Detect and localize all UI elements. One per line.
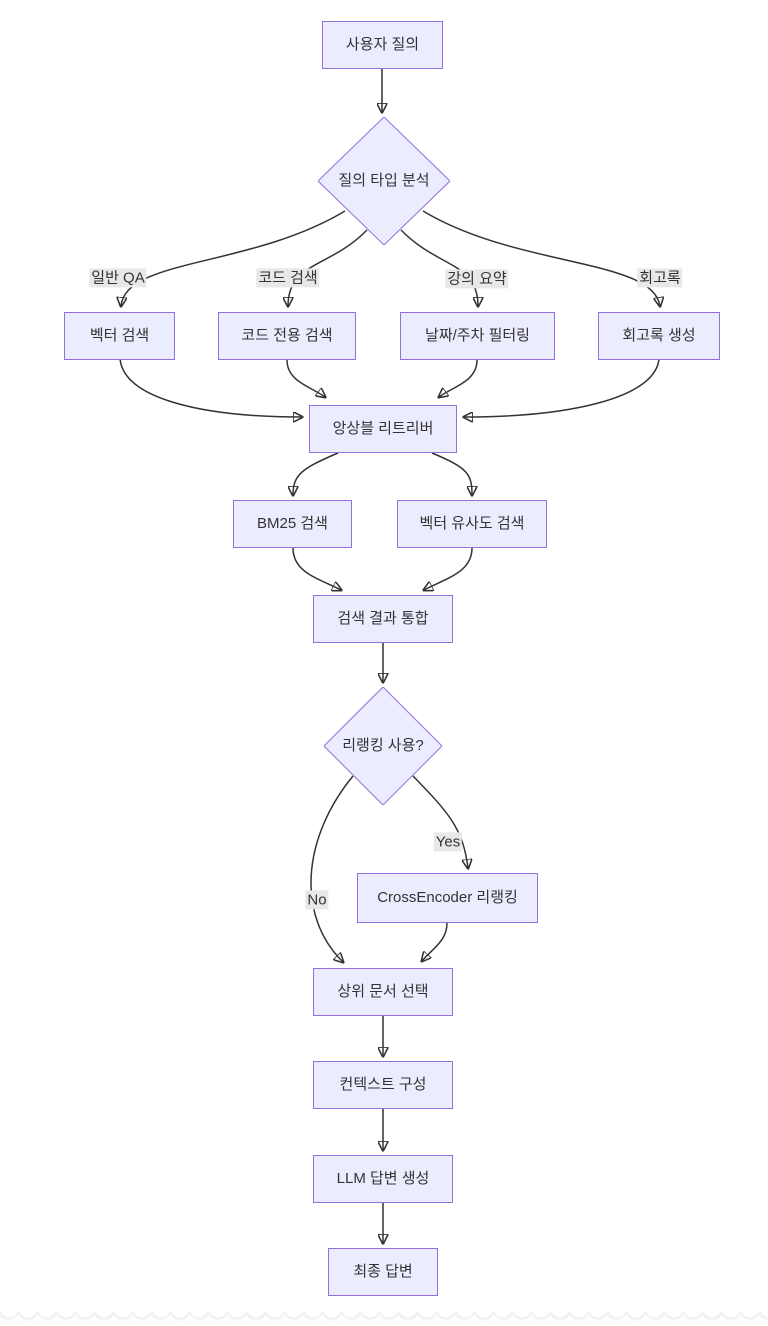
node-vector-search-label: 벡터 검색 (89, 327, 150, 344)
diamond-shape (318, 117, 450, 245)
edge-label-no: No (305, 890, 329, 910)
page-bottom-edge-artifact (0, 1312, 768, 1326)
edge-label-yes: Yes (433, 832, 463, 852)
edge-label-retrospective: 회고록 (637, 268, 683, 288)
node-ensemble-retriever: 앙상블 리트리버 (309, 405, 457, 453)
edge-label-code-search: 코드 검색 (256, 268, 320, 288)
node-ensemble-retriever-label: 앙상블 리트리버 (332, 420, 434, 437)
edge-date-week-filtering-to-ensemble (439, 359, 478, 397)
node-code-only-search-label: 코드 전용 검색 (241, 327, 333, 344)
node-final-answer-label: 최종 답변 (353, 1263, 413, 1280)
diamond-shape (324, 687, 442, 805)
node-crossencoder-rerank: CrossEncoder 리랭킹 (357, 873, 538, 923)
edge-analysis-to-vector-search (121, 210, 346, 306)
edge-retrospective-generation-to-ensemble (464, 358, 660, 417)
edge-crossencoder-to-top-doc (422, 922, 448, 961)
edge-code-only-search-to-ensemble (286, 359, 325, 397)
node-retrospective-generation: 회고록 생성 (598, 312, 720, 360)
edge-vector-similarity-to-merge (424, 547, 473, 590)
node-llm-answer-generation-label: LLM 답변 생성 (336, 1170, 430, 1187)
node-code-only-search: 코드 전용 검색 (218, 312, 356, 360)
edge-ensemble-to-bm25 (293, 452, 339, 495)
edge-rerank-no-to-top-doc (310, 775, 354, 962)
node-vector-search: 벡터 검색 (64, 312, 175, 360)
node-date-week-filtering-label: 날짜/주차 필터링 (425, 327, 530, 344)
node-date-week-filtering: 날짜/주차 필터링 (400, 312, 555, 360)
edge-analysis-to-retrospective-generation (422, 210, 660, 306)
node-use-reranking: 리랭킹 사용? (324, 687, 442, 805)
node-user-query: 사용자 질의 (322, 21, 443, 69)
edge-bm25-to-merge (292, 547, 341, 590)
edge-vector-search-to-ensemble (119, 358, 302, 417)
node-bm25-search: BM25 검색 (233, 500, 352, 548)
node-retrospective-generation-label: 회고록 생성 (622, 327, 696, 344)
edge-label-lecture-summary: 강의 요약 (445, 269, 509, 289)
edge-analysis-to-code-only-search (288, 229, 368, 306)
node-vector-similarity-search: 벡터 유사도 검색 (397, 500, 547, 548)
edge-analysis-to-date-week-filtering (400, 229, 478, 306)
node-vector-similarity-search-label: 벡터 유사도 검색 (419, 515, 525, 532)
node-use-reranking-label: 리랭킹 사용? (342, 737, 424, 754)
node-search-result-merge: 검색 결과 통합 (313, 595, 453, 643)
node-final-answer: 최종 답변 (328, 1248, 438, 1296)
node-llm-answer-generation: LLM 답변 생성 (313, 1155, 453, 1203)
node-context-composition-label: 컨텍스트 구성 (339, 1076, 427, 1093)
node-search-result-merge-label: 검색 결과 통합 (337, 610, 429, 627)
node-bm25-search-label: BM25 검색 (257, 515, 328, 532)
edge-ensemble-to-vector-similarity (431, 452, 472, 495)
node-query-type-analysis-label: 질의 타입 분석 (338, 172, 430, 189)
node-top-document-selection: 상위 문서 선택 (313, 968, 453, 1016)
node-query-type-analysis: 질의 타입 분석 (318, 117, 450, 245)
edge-rerank-yes-to-crossencoder (412, 775, 468, 868)
node-top-document-selection-label: 상위 문서 선택 (337, 983, 429, 1000)
node-user-query-label: 사용자 질의 (345, 36, 420, 53)
node-context-composition: 컨텍스트 구성 (313, 1061, 453, 1109)
edge-label-general-qa: 일반 QA (89, 268, 147, 288)
node-crossencoder-rerank-label: CrossEncoder 리랭킹 (377, 889, 518, 906)
